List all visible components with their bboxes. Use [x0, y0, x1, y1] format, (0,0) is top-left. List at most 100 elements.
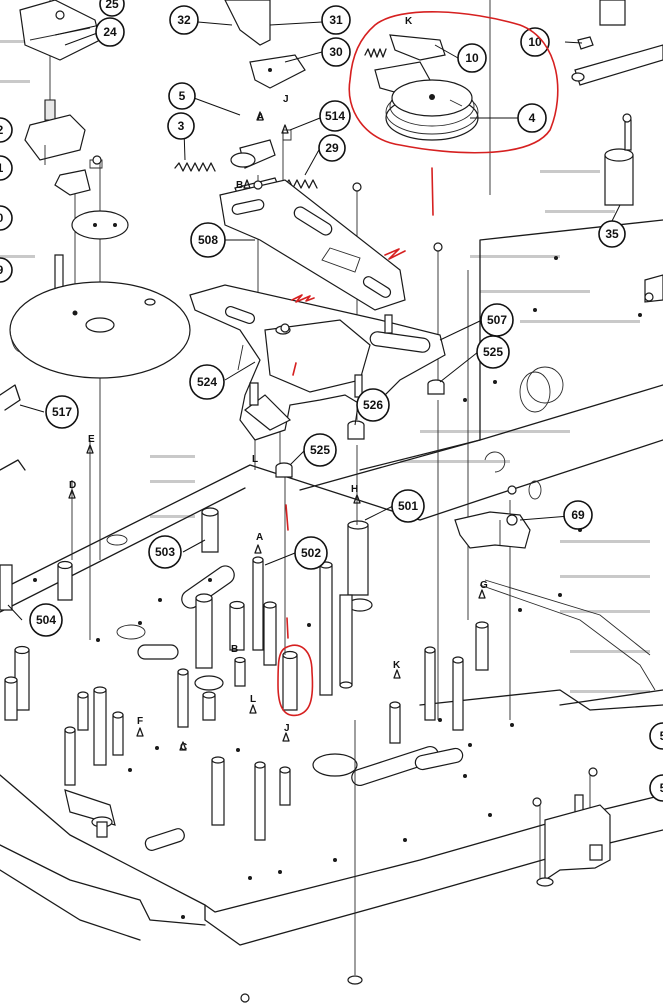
- callout-circle: [303, 433, 337, 467]
- callout-4: 30: [321, 37, 351, 67]
- axis-letter: L: [250, 694, 256, 705]
- callout-circle: [321, 5, 351, 35]
- axis-letter: F: [137, 716, 143, 727]
- callout-circle: [148, 535, 182, 569]
- callout-10: 514: [319, 100, 351, 132]
- screws: [92, 113, 654, 1003]
- callout-label: 517: [52, 405, 72, 419]
- callout-circle: [649, 722, 663, 750]
- callout-label: 31: [329, 13, 343, 27]
- callout-label: 35: [605, 227, 619, 241]
- callout-label: 3: [178, 119, 185, 133]
- callout-label: 29: [325, 141, 339, 155]
- callout-circle: [391, 489, 425, 523]
- callout-label: 69: [571, 508, 585, 522]
- top-left-mechanism: [19, 0, 129, 306]
- callout-label: 9: [0, 263, 4, 277]
- upper-center-brackets: [224, 0, 306, 201]
- callout-circle: [321, 37, 351, 67]
- callout-5: 10: [457, 43, 487, 73]
- red-mark-4: [292, 362, 297, 376]
- callout-circle: [476, 335, 510, 369]
- callout-circle: [169, 5, 199, 35]
- callout-label: 514: [325, 109, 345, 123]
- callout-17: 525: [303, 433, 337, 467]
- axis-letter: J: [284, 723, 290, 734]
- callout-circle: [189, 364, 225, 400]
- callout-circle: [99, 0, 125, 17]
- callout-label: 507: [487, 313, 507, 327]
- callout-label: 504: [36, 613, 56, 627]
- axis-letter: A: [257, 112, 264, 123]
- red-line-5: [285, 504, 289, 531]
- axis-letter: L: [252, 454, 258, 465]
- callout-leaders: [7, 21, 621, 621]
- callout-25: 2: [0, 117, 13, 143]
- callout-label: 32: [177, 13, 191, 27]
- callout-3: 31: [321, 5, 351, 35]
- callout-label: 2: [0, 123, 4, 137]
- axis-letter: B: [236, 180, 243, 191]
- callout-18: 517: [45, 395, 79, 429]
- callout-23: 504: [29, 603, 63, 637]
- callout-22: 502: [294, 536, 328, 570]
- frame-507: [189, 284, 446, 441]
- callout-label: 25: [105, 0, 119, 11]
- lever-plate-508: [219, 179, 406, 311]
- callout-label: 5: [660, 781, 663, 795]
- axis-letter: J: [283, 94, 289, 105]
- callout-label: 10: [465, 51, 479, 65]
- callout-15: 524: [189, 364, 225, 400]
- callout-circle: [168, 82, 196, 110]
- callout-label: 1: [0, 161, 4, 175]
- callout-circle: [294, 536, 328, 570]
- axis-letter: E: [88, 434, 95, 445]
- callout-label: 508: [198, 233, 218, 247]
- red-circle-pin: [277, 644, 314, 717]
- callout-circle: [0, 257, 13, 283]
- callout-circle: [356, 388, 390, 422]
- bracket-69: [454, 511, 531, 549]
- callout-24: 35: [598, 220, 626, 248]
- red-line-1: [431, 167, 434, 216]
- callout-13: 507: [480, 303, 514, 337]
- red-mark-2: [384, 248, 406, 260]
- turntable-disc: [9, 281, 191, 379]
- red-circle-pulley: [348, 11, 559, 154]
- callout-circle: [517, 103, 547, 133]
- callout-label: 30: [329, 45, 343, 59]
- callout-label: 502: [301, 546, 321, 560]
- callout-circle: [457, 43, 487, 73]
- axis-letter: D: [69, 480, 76, 491]
- springs: [174, 48, 387, 189]
- callout-circle: [598, 220, 626, 248]
- bottom-right-bracket: [536, 804, 611, 887]
- callout-circle: [167, 112, 195, 140]
- callout-label: 503: [155, 545, 175, 559]
- red-markup: [277, 11, 559, 717]
- callout-28: 9: [0, 257, 13, 283]
- callout-circle: [0, 205, 13, 231]
- callout-label: 10: [528, 35, 542, 49]
- plate-pins: [0, 507, 584, 841]
- callout-7: 4: [517, 103, 547, 133]
- top-right-parts: [571, 0, 663, 303]
- callout-19: 501: [391, 489, 425, 523]
- callout-circle: [563, 500, 593, 530]
- callout-12: 508: [190, 222, 226, 258]
- callout-9: 3: [167, 112, 195, 140]
- callout-label: 5: [660, 729, 663, 743]
- callout-26: 1: [0, 155, 13, 181]
- callout-16: 526: [356, 388, 390, 422]
- callout-20: 69: [563, 500, 593, 530]
- callout-label: 5: [179, 89, 186, 103]
- callout-11: 29: [318, 134, 346, 162]
- callout-label: 4: [529, 111, 536, 125]
- callout-label: 24: [103, 25, 117, 39]
- callout-circle: [319, 100, 351, 132]
- axis-letter: H: [351, 484, 358, 495]
- axis-letter: B: [231, 644, 238, 655]
- callout-circle: [95, 17, 125, 47]
- callout-label: 501: [398, 499, 418, 513]
